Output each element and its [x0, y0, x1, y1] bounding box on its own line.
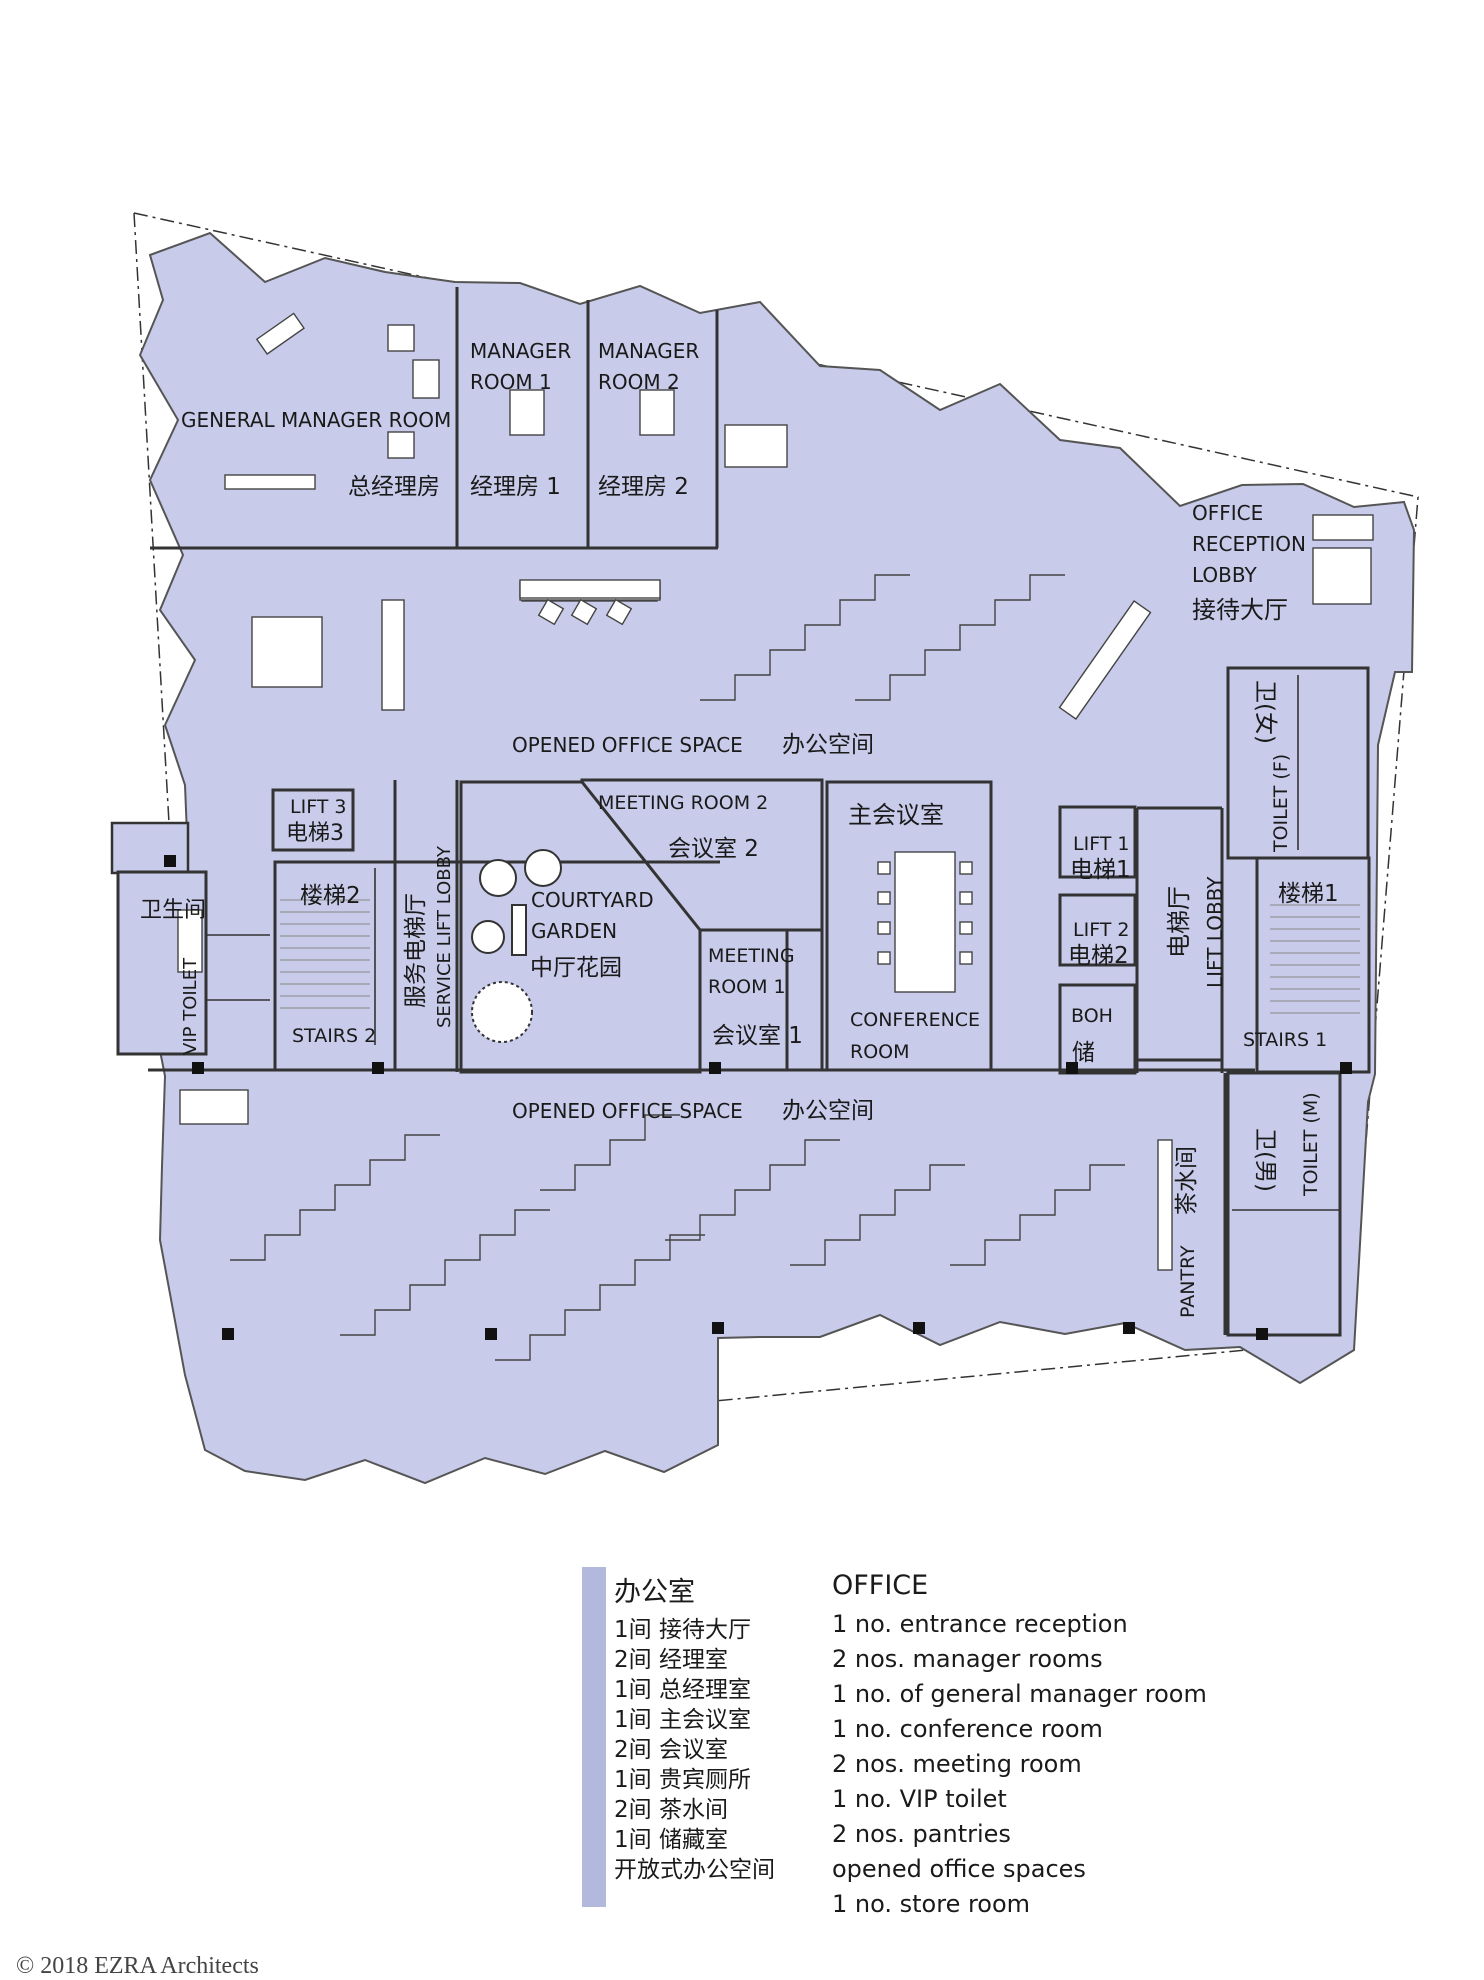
conference-room-label-2: ROOM [850, 1041, 910, 1063]
columns [164, 855, 1352, 1340]
legend-color-bar [582, 1567, 606, 1907]
pantry-cn: 茶水间 [1174, 1146, 1200, 1215]
tree-icon [471, 920, 505, 954]
courtyard-label-2: GARDEN [531, 919, 617, 943]
legend-en-item: 1 no. of general manager room [832, 1680, 1207, 1708]
legend-cn-item: 开放式办公空间 [614, 1857, 775, 1883]
stairs-2-cn: 楼梯2 [300, 883, 361, 909]
stairs-1-cn: 楼梯1 [1278, 881, 1339, 907]
boh-label: BOH [1071, 1005, 1113, 1027]
lift-1-cn: 电梯1 [1070, 857, 1131, 883]
meeting-room-2-cn: 会议室 2 [668, 836, 759, 862]
stair-treads [280, 899, 1360, 1014]
vip-toilet-cn: 卫生间 [140, 898, 206, 923]
legend-cn-title: 办公室 [614, 1577, 695, 1608]
service-lift-lobby-label: SERVICE LIFT LOBBY [434, 845, 455, 1028]
legend-en-title: OFFICE [832, 1570, 929, 1601]
legend-cn-item: 2间 茶水间 [614, 1797, 728, 1823]
lift-3-label: LIFT 3 [290, 796, 347, 818]
tree-icon [471, 981, 533, 1043]
open-office-bottom-cn: 办公空间 [782, 1098, 874, 1124]
open-office-top-cn: 办公空间 [782, 732, 874, 758]
manager-room-1-cn: 经理房 1 [470, 474, 561, 500]
courtyard-cn: 中厅花园 [530, 955, 622, 981]
courtyard-trees [471, 849, 562, 1043]
meeting-room-1-cn: 会议室 1 [712, 1023, 803, 1049]
reception-label-3: LOBBY [1192, 563, 1258, 587]
annex-upper [110, 821, 190, 875]
legend-en-item: 2 nos. meeting room [832, 1750, 1082, 1778]
legend-en-item: 2 nos. pantries [832, 1820, 1011, 1848]
legend-cn-item: 1间 主会议室 [614, 1707, 751, 1733]
lift-lobby-cn: 电梯厅 [1165, 886, 1193, 958]
legend-cn-item: 1间 总经理室 [614, 1677, 751, 1703]
pantry-label: PANTRY [1177, 1245, 1199, 1318]
manager-room-1-label-line2: ROOM 1 [470, 370, 552, 394]
legend-en-item: 1 no. VIP toilet [832, 1785, 1007, 1813]
lift-2-cn: 电梯2 [1068, 943, 1129, 969]
copyright-notice: © 2018 EZRA Architects [16, 1953, 259, 1979]
manager-room-2-label-line2: ROOM 2 [598, 370, 680, 394]
reception-label-2: RECEPTION [1192, 532, 1306, 556]
lift-1-label: LIFT 1 [1073, 833, 1130, 855]
tree-icon [479, 859, 517, 897]
toilet-f-label: TOILET (F) [1270, 754, 1292, 853]
lift-2-label: LIFT 2 [1073, 919, 1130, 941]
manager-room-1-label: MANAGER [470, 339, 571, 363]
legend-cn-item: 2间 经理室 [614, 1647, 728, 1673]
open-office-bottom-label: OPENED OFFICE SPACE [512, 1099, 743, 1123]
conference-table [877, 851, 973, 993]
walls [148, 287, 1371, 1337]
legend-cn-item: 2间 会议室 [614, 1737, 728, 1763]
vip-toilet-label: VIP TOILET [180, 957, 201, 1055]
legend-en-item: opened office spaces [832, 1855, 1086, 1883]
toilet-f-cn: 卫(女) [1252, 680, 1278, 744]
legend-en-item: 1 no. entrance reception [832, 1610, 1128, 1638]
courtyard-label-1: COURTYARD [531, 888, 654, 912]
boh-cn: 储 [1072, 1040, 1095, 1066]
toilet-m-label: TOILET (M) [1300, 1092, 1322, 1197]
legend-en-item: 2 nos. manager rooms [832, 1645, 1103, 1673]
meeting-room-1-label: MEETING [708, 945, 795, 967]
legend-cn-item: 1间 储藏室 [614, 1827, 728, 1853]
reception-cn: 接待大厅 [1192, 596, 1288, 624]
tree-icon [524, 849, 562, 887]
stairs-2-label: STAIRS 2 [292, 1025, 376, 1047]
manager-room-2-label: MANAGER [598, 339, 699, 363]
workstations [230, 574, 1125, 1361]
reception-label-1: OFFICE [1192, 501, 1263, 525]
manager-room-2-cn: 经理房 2 [598, 474, 689, 500]
toilet-m-cn: 卫(男) [1252, 1128, 1278, 1192]
legend-en: OFFICE 1 no. entrance reception 2 nos. m… [832, 1570, 1207, 1922]
open-office-top-label: OPENED OFFICE SPACE [512, 733, 743, 757]
stairs-1-label: STAIRS 1 [1243, 1029, 1327, 1051]
bench [511, 904, 527, 956]
service-lift-lobby-cn: 服务电梯厅 [403, 893, 429, 1008]
meeting-room-2-label: MEETING ROOM 2 [598, 792, 768, 814]
general-manager-room-cn: 总经理房 [348, 474, 440, 500]
legend-cn: 办公室 1间 接待大厅 2间 经理室 1间 总经理室 1间 主会议室 2间 会议… [614, 1570, 775, 1885]
lift-3-cn: 电梯3 [286, 821, 344, 846]
legend-en-item: 1 no. conference room [832, 1715, 1103, 1743]
lift-lobby-label: LIFT LOBBY [1203, 876, 1227, 988]
meeting-room-1-label-line2: ROOM 1 [708, 976, 786, 998]
legend-cn-item: 1间 贵宾厕所 [614, 1767, 751, 1793]
conference-room-label-1: CONFERENCE [850, 1009, 980, 1031]
general-manager-room-label: GENERAL MANAGER ROOM [181, 408, 451, 432]
legend-en-item: 1 no. store room [832, 1890, 1031, 1918]
legend-cn-item: 1间 接待大厅 [614, 1617, 751, 1643]
conference-room-cn: 主会议室 [848, 801, 944, 829]
